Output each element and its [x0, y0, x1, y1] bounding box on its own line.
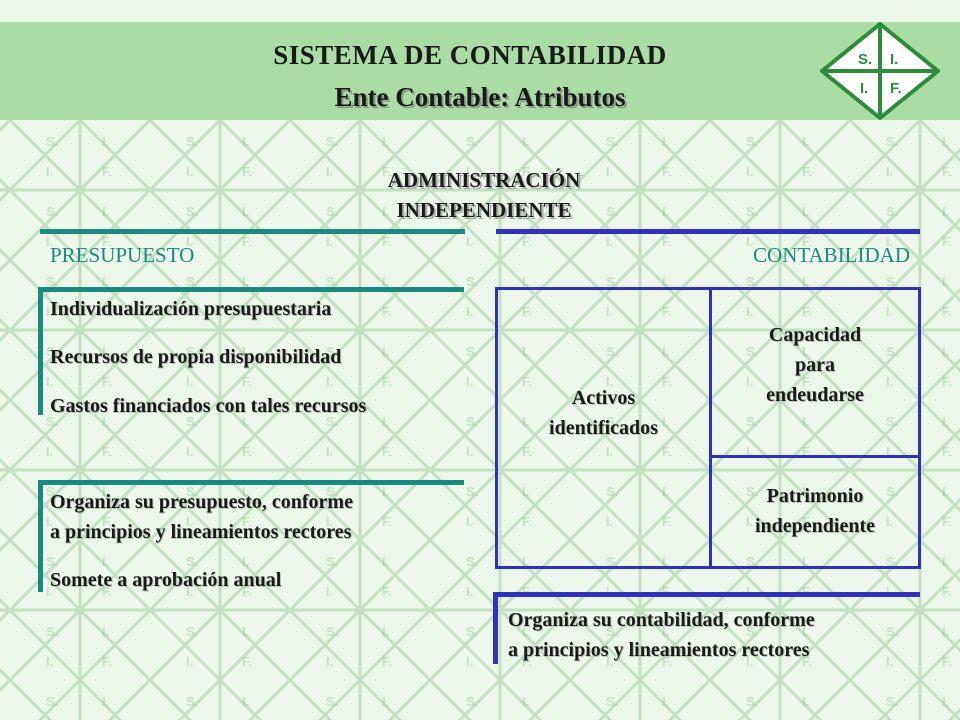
sif-logo: S. I. I. F.: [820, 22, 940, 120]
presupuesto-bar: [40, 229, 465, 234]
list-item: Recursos de propia disponibilidad: [50, 346, 342, 368]
activos-text: Activos identificados: [498, 383, 709, 443]
group2-top-rule: [38, 480, 464, 485]
list-item: Gastos financiados con tales recursos: [50, 395, 367, 417]
contabilidad-label: CONTABILIDAD: [753, 243, 910, 267]
organiza-top-rule: [493, 592, 920, 597]
patrimonio-text: Patrimonio independiente: [712, 481, 918, 541]
group1-side-rule: [38, 287, 43, 415]
admin-line-1: ADMINISTRACIÓN: [387, 168, 581, 192]
patrimonio-line-1: Patrimonio: [766, 485, 864, 507]
list-item: Individualización presupuestaria: [50, 298, 332, 320]
header-band: [0, 22, 960, 120]
logo-f: F.: [890, 80, 902, 97]
presupuesto-label: PRESUPUESTO: [50, 243, 195, 267]
capacidad-text: Capacidad para endeudarse: [712, 320, 918, 410]
group2-side-rule: [38, 480, 43, 592]
patrimonio-box: [709, 455, 921, 569]
contabilidad-bar: [496, 229, 920, 234]
logo-i-bottom: I.: [860, 80, 868, 97]
group1-top-rule: [38, 287, 464, 292]
page-title: SISTEMA DE CONTABILIDAD: [273, 40, 667, 70]
list-item: a principios y lineamientos rectores: [50, 521, 352, 543]
capacidad-line-1: Capacidad: [768, 324, 862, 346]
logo-i-top: I.: [890, 51, 898, 68]
list-item: a principios y lineamientos rectores: [508, 639, 810, 661]
activos-line-2: identificados: [549, 417, 658, 439]
logo-s: S.: [858, 51, 872, 68]
patrimonio-line-2: independiente: [754, 515, 876, 537]
admin-line-2: INDEPENDIENTE: [396, 198, 572, 222]
organiza-side-rule: [493, 592, 498, 664]
capacidad-line-3: endeudarse: [766, 384, 864, 406]
page-subtitle: Ente Contable: Atributos: [334, 82, 626, 112]
list-item: Organiza su presupuesto, conforme: [50, 491, 353, 513]
list-item: Organiza su contabilidad, conforme: [508, 609, 815, 631]
activos-line-1: Activos: [571, 387, 636, 409]
capacidad-line-2: para: [795, 354, 835, 376]
list-item: Somete a aprobación anual: [50, 569, 282, 591]
